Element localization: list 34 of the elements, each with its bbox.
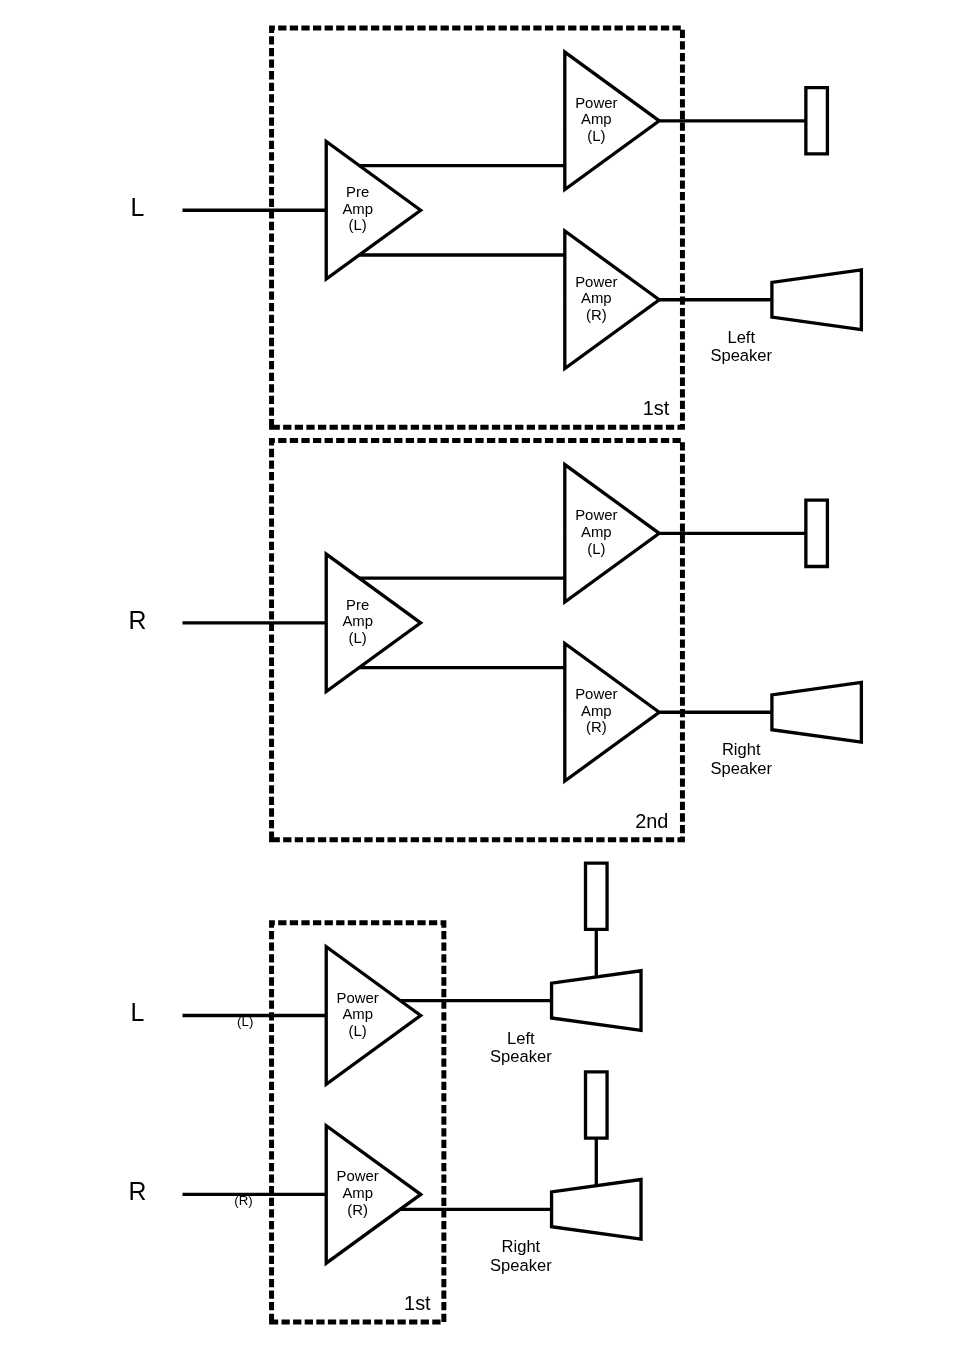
connector <box>182 208 327 212</box>
node-text: L <box>130 194 145 222</box>
node-speaker <box>583 861 609 931</box>
connector <box>182 621 327 625</box>
edge-label: (L) <box>237 1014 254 1030</box>
node-label: Left Speaker <box>490 1028 552 1066</box>
edge-label: (R) <box>234 1193 253 1208</box>
connector <box>659 119 806 123</box>
node-speaker <box>549 1177 643 1242</box>
connector <box>659 531 806 535</box>
node-speaker <box>770 268 864 332</box>
node-label: Left Speaker <box>710 327 773 366</box>
connector <box>359 665 565 670</box>
node-text: L <box>130 999 145 1027</box>
connector <box>359 576 565 580</box>
connector <box>400 1207 551 1211</box>
connector <box>400 998 551 1003</box>
node-label: Right Speaker <box>490 1237 552 1275</box>
connector <box>359 163 565 168</box>
node-speaker <box>583 1070 609 1140</box>
node-speaker <box>804 86 830 156</box>
connector <box>359 253 565 257</box>
connector <box>594 929 598 977</box>
node-speaker <box>770 680 864 744</box>
connector <box>182 1192 327 1197</box>
node-label: Right Speaker <box>710 740 773 778</box>
connector <box>182 1013 327 1018</box>
connector <box>659 298 772 302</box>
connector <box>594 1138 598 1186</box>
node-text: R <box>128 606 147 634</box>
connector <box>659 710 772 714</box>
node-speaker <box>804 498 830 569</box>
node-speaker <box>549 968 643 1033</box>
node-text: R <box>128 1178 147 1206</box>
